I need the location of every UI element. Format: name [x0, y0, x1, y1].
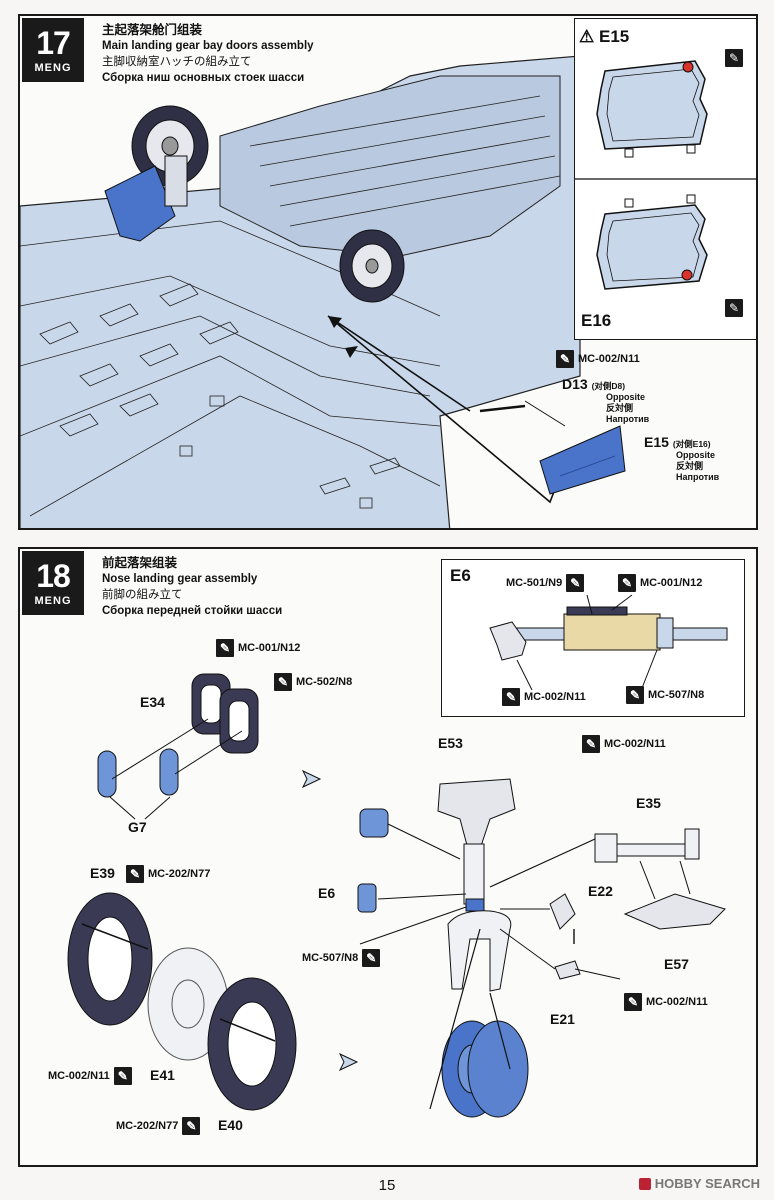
e16-inset-label: E16 [581, 311, 612, 330]
title-ru: Сборка передней стойки шасси [102, 605, 283, 617]
paint-code: MC-002/N11 [578, 353, 640, 365]
paint-brush-icon: ✎ [182, 1117, 201, 1135]
part-d13: D13 [562, 376, 588, 392]
part-g7: G7 [128, 819, 147, 835]
paint-brush-icon: ✎ [274, 673, 292, 691]
page-number: 15 [378, 1177, 396, 1194]
opposite-ja: 反対側 [606, 403, 634, 413]
hobby-search-logo-icon [638, 1177, 651, 1190]
part-e34: E34 [140, 694, 165, 710]
paint-callout-mc002-right: ✎ MC-002/N11 [624, 993, 708, 1011]
paint-code: MC-507/N8 [302, 952, 359, 964]
opposite-note-d13: Opposite 反対側 Напротив [606, 392, 649, 425]
paint-brush-icon: ✎ [725, 299, 743, 317]
paint-callout-e41: MC-002/N11 ✎ [48, 1067, 132, 1085]
step-17-panel: 17 MENG 主起落架舱门组装 Main landing gear bay d… [18, 14, 758, 530]
part-e21: E21 [550, 1011, 575, 1027]
inset-top-label: ⚠ E15 [579, 27, 629, 47]
step-number-badge: 17 MENG [22, 18, 84, 82]
paint-callout-mc001: ✎ MC-001/N12 [618, 574, 702, 592]
paint-code: MC-501/N9 [506, 577, 563, 589]
part-e39: E39 [90, 865, 115, 881]
paint-code: MC-002/N11 [48, 1070, 110, 1082]
paint-brush-icon: ✎ [113, 1067, 132, 1085]
paint-callout-e34-b: ✎ MC-502/N8 [274, 673, 352, 691]
opposite-ja: 反対側 [676, 461, 704, 471]
step-18-panel: 18 MENG 前起落架组装 Nose landing gear assembl… [18, 547, 758, 1167]
part-e40: E40 [218, 1117, 243, 1133]
opposite-en: Opposite [676, 450, 716, 460]
paint-brush-icon: ✎ [216, 639, 234, 657]
paint-callout-e34-a: ✎ MC-001/N12 [216, 639, 300, 657]
paint-brush-icon: ✎ [626, 686, 644, 704]
part-e15-label: E15 (对側E16) [644, 434, 711, 450]
paint-brush-icon: ✎ [126, 865, 144, 883]
warning-icon: ⚠ [579, 27, 595, 46]
part-e15: E15 [644, 434, 669, 450]
step-18-diagram [67, 673, 726, 1118]
paint-callout-e53: ✎ MC-002/N11 [582, 735, 666, 753]
part-e57: E57 [664, 956, 689, 972]
paint-code: MC-502/N8 [296, 676, 353, 688]
step-number: 18 [36, 558, 71, 594]
step-17-diagram [20, 55, 626, 528]
title-ja: 主脚収納室ハッチの組み立て [102, 56, 252, 68]
title-en: Nose landing gear assembly [102, 573, 258, 585]
e6-inset-diagram [489, 594, 728, 691]
paint-brush-icon: ✎ [725, 49, 743, 67]
paint-brush-icon: ✎ [582, 735, 600, 753]
paint-code: MC-002/N11 [646, 996, 708, 1008]
step-number-badge: 18 MENG [22, 551, 84, 615]
title-ja: 前脚の組み立て [102, 589, 183, 601]
paint-brush-icon: ✎ [502, 688, 520, 706]
brand-logo: MENG [34, 595, 72, 607]
part-e41: E41 [150, 1067, 175, 1083]
brand-logo: MENG [34, 62, 72, 74]
opposite-ru: Напротив [676, 472, 720, 482]
e6-inset-label: E6 [450, 566, 471, 585]
paint-code: MC-507/N8 [648, 689, 705, 701]
paint-callout-mc501: MC-501/N9 ✎ [506, 574, 585, 592]
step-titles: 前起落架组装 Nose landing gear assembly 前脚の組み立… [102, 555, 282, 619]
title-en: Main landing gear bay doors assembly [102, 40, 314, 52]
opposite-note-e15: Opposite 反対側 Напротив [676, 450, 719, 483]
paint-brush-icon: ✎ [618, 574, 636, 592]
paint-callout-mc002: ✎ MC-002/N11 [556, 350, 640, 368]
paint-callout-mc507: ✎ MC-507/N8 [626, 686, 704, 704]
paint-callout-mc507-main: MC-507/N8 ✎ [302, 949, 381, 967]
paint-code: MC-001/N12 [238, 642, 301, 654]
watermark-text: HOBBY SEARCH [654, 1176, 760, 1191]
part-e15-opposite: (对側E16) [672, 439, 711, 449]
paint-code: MC-001/N12 [640, 577, 703, 589]
part-e6: E6 [318, 885, 336, 901]
part-e22: E22 [588, 883, 613, 899]
e15-inset-label: E15 [598, 27, 630, 46]
title-zh: 主起落架舱门组装 [102, 23, 203, 37]
paint-brush-icon: ✎ [556, 350, 574, 368]
inset-diagram [575, 60, 756, 290]
part-e53: E53 [438, 735, 463, 751]
paint-code: MC-002/N11 [604, 738, 666, 750]
paint-brush-icon: ✎ [362, 949, 381, 967]
step-titles: 主起落架舱门组装 Main landing gear bay doors ass… [102, 22, 314, 86]
paint-code: MC-002/N11 [524, 691, 586, 703]
paint-callout-e39: ✎ MC-202/N77 [126, 865, 210, 883]
part-d13-label: D13 (对側D8) [562, 376, 625, 392]
inset-door-panels: ⚠ E15 ✎ E16 ✎ [574, 18, 756, 340]
step-number: 17 [36, 25, 71, 61]
paint-brush-icon: ✎ [624, 993, 642, 1011]
title-zh: 前起落架组装 [102, 556, 178, 570]
part-d13-opposite: (对側D8) [591, 381, 626, 391]
paint-code: MC-202/N77 [116, 1120, 179, 1132]
paint-callout-mc002: ✎ MC-002/N11 [502, 688, 586, 706]
paint-callout-e40: MC-202/N77 ✎ [116, 1117, 201, 1135]
part-e35: E35 [636, 795, 661, 811]
paint-brush-icon: ✎ [566, 574, 585, 592]
paint-code: MC-202/N77 [148, 868, 211, 880]
opposite-ru: Напротив [606, 414, 650, 424]
opposite-en: Opposite [606, 392, 646, 402]
inset-e6-cylinder: E6 MC-501/N9 ✎ ✎ MC-001/N12 ✎ MC-002/N11… [441, 559, 745, 717]
title-ru: Сборка ниш основных стоек шасси [102, 72, 305, 84]
watermark: HOBBY SEARCH [638, 1176, 760, 1191]
